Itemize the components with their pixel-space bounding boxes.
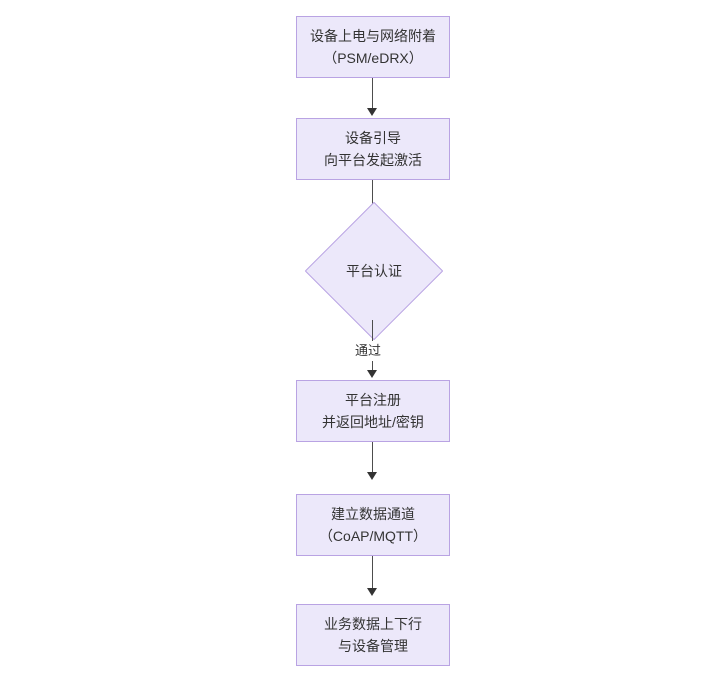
node-platform-register-line-2: 并返回地址/密钥 — [322, 414, 424, 430]
node-platform-register[interactable]: 平台注册 并返回地址/密钥 — [296, 380, 450, 442]
node-bootstrap-line-1: 设备引导 — [345, 130, 401, 146]
arrowhead-register-to-data-channel — [367, 472, 377, 480]
node-platform-auth[interactable]: 平台认证 — [304, 201, 444, 341]
node-power-on-line-1: 设备上电与网络附着 — [310, 28, 436, 44]
node-data-channel[interactable]: 建立数据通道 （CoAP/MQTT） — [296, 494, 450, 556]
node-platform-auth-label: 平台认证 — [346, 263, 402, 279]
connector-register-to-data-channel — [372, 442, 373, 474]
node-platform-register-line-1: 平台注册 — [345, 392, 401, 408]
node-power-on[interactable]: 设备上电与网络附着 （PSM/eDRX） — [296, 16, 450, 78]
node-data-channel-line-2: （CoAP/MQTT） — [318, 528, 428, 544]
connector-power-on-to-bootstrap — [372, 78, 373, 110]
edge-label-pass: 通过 — [352, 341, 385, 361]
node-bootstrap[interactable]: 设备引导 向平台发起激活 — [296, 118, 450, 180]
node-power-on-line-2: （PSM/eDRX） — [323, 50, 423, 66]
arrowhead-platform-auth-to-register — [367, 370, 377, 378]
node-service-data[interactable]: 业务数据上下行 与设备管理 — [296, 604, 450, 666]
node-bootstrap-line-2: 向平台发起激活 — [324, 152, 422, 168]
connector-bootstrap-to-platform-auth — [372, 180, 373, 214]
connector-data-channel-to-service-data — [372, 556, 373, 590]
node-service-data-line-1: 业务数据上下行 — [324, 616, 422, 632]
arrowhead-power-on-to-bootstrap — [367, 108, 377, 116]
node-data-channel-line-1: 建立数据通道 — [331, 506, 415, 522]
node-service-data-line-2: 与设备管理 — [338, 638, 408, 654]
arrowhead-data-channel-to-service-data — [367, 588, 377, 596]
